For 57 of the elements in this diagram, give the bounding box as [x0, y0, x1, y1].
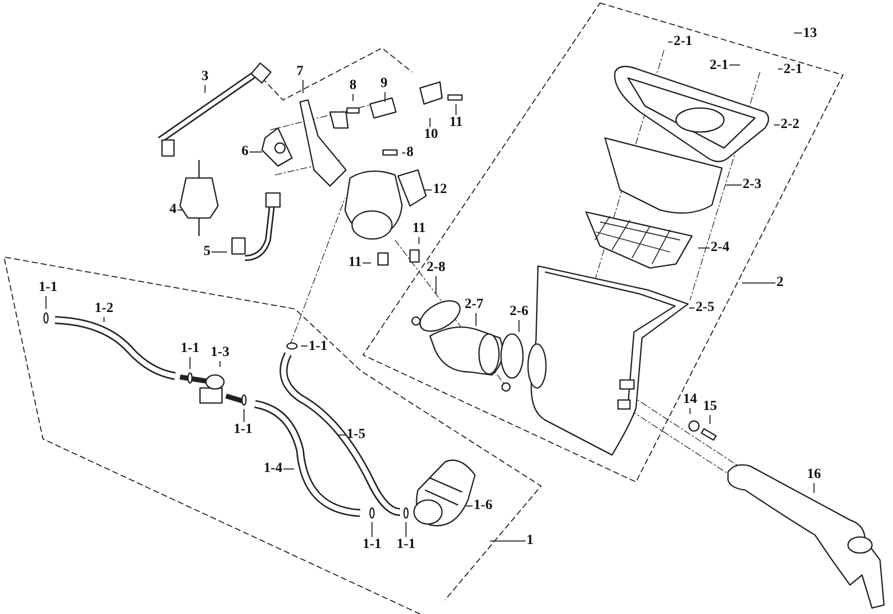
callout-number: 2-5	[696, 301, 714, 315]
callout-number: 2	[776, 276, 784, 290]
callout-number: 8	[406, 146, 414, 160]
leader-line	[742, 282, 776, 284]
callout-number: 1-2	[94, 302, 114, 316]
callout-number: 6	[242, 145, 248, 159]
callout-number: 11	[348, 256, 362, 270]
callout-number: 2-1	[784, 63, 802, 77]
leader-line	[204, 84, 206, 94]
callout-number: 12	[433, 183, 447, 197]
leader-line	[418, 236, 420, 244]
callout-number: 1-3	[210, 346, 230, 360]
leader-line	[282, 468, 294, 470]
callout-number: 1-4	[264, 462, 282, 476]
leader-line	[794, 32, 802, 34]
callout-number: 2-6	[510, 305, 528, 319]
leader-line	[774, 124, 780, 126]
callout-number: 1	[526, 534, 534, 548]
callout-number: 1-1	[234, 423, 252, 437]
leader-line	[726, 184, 742, 186]
callout-number: 5	[204, 245, 210, 259]
leader-line	[338, 434, 346, 436]
callout-number: 16	[807, 468, 821, 482]
callout-number: 3	[202, 70, 208, 84]
leader-line	[362, 262, 372, 264]
callout-number: 1-1	[362, 538, 382, 552]
callout-number: 10	[424, 128, 438, 142]
callout-number: 9	[380, 77, 388, 91]
callout-number: 1-1	[396, 538, 416, 552]
callout-number: 15	[703, 400, 717, 414]
callout-number: 2-8	[426, 261, 446, 275]
leader-line	[384, 92, 386, 102]
leader-line	[490, 540, 526, 542]
callout-number: 2-4	[710, 241, 730, 255]
callout-number: 1-1	[38, 281, 58, 295]
callout-number: 11	[412, 222, 426, 236]
callout-number: 1-6	[474, 499, 492, 513]
callout-number: 1-5	[346, 428, 366, 442]
callout-number: 2-7	[464, 298, 484, 312]
callout-number: 8	[350, 79, 356, 93]
callout-number: 2-2	[780, 118, 800, 132]
callout-number: 1-1	[308, 340, 328, 354]
callout-number: 2-1	[710, 59, 728, 73]
leader-line	[352, 94, 354, 102]
callout-number: 4	[170, 203, 176, 217]
callout-number: 14	[683, 393, 697, 407]
callout-number: 13	[803, 27, 817, 41]
callout-number: 2-3	[742, 178, 762, 192]
callout-number: 1-1	[180, 342, 200, 356]
callout-number: 11	[449, 116, 463, 130]
leader-line	[778, 68, 784, 70]
leader-line	[302, 80, 304, 94]
leader-line	[728, 64, 740, 66]
leader-line	[518, 320, 520, 332]
leader-line	[402, 152, 406, 154]
callout-number: 2-1	[674, 35, 692, 49]
callout-number: 7	[296, 65, 304, 79]
